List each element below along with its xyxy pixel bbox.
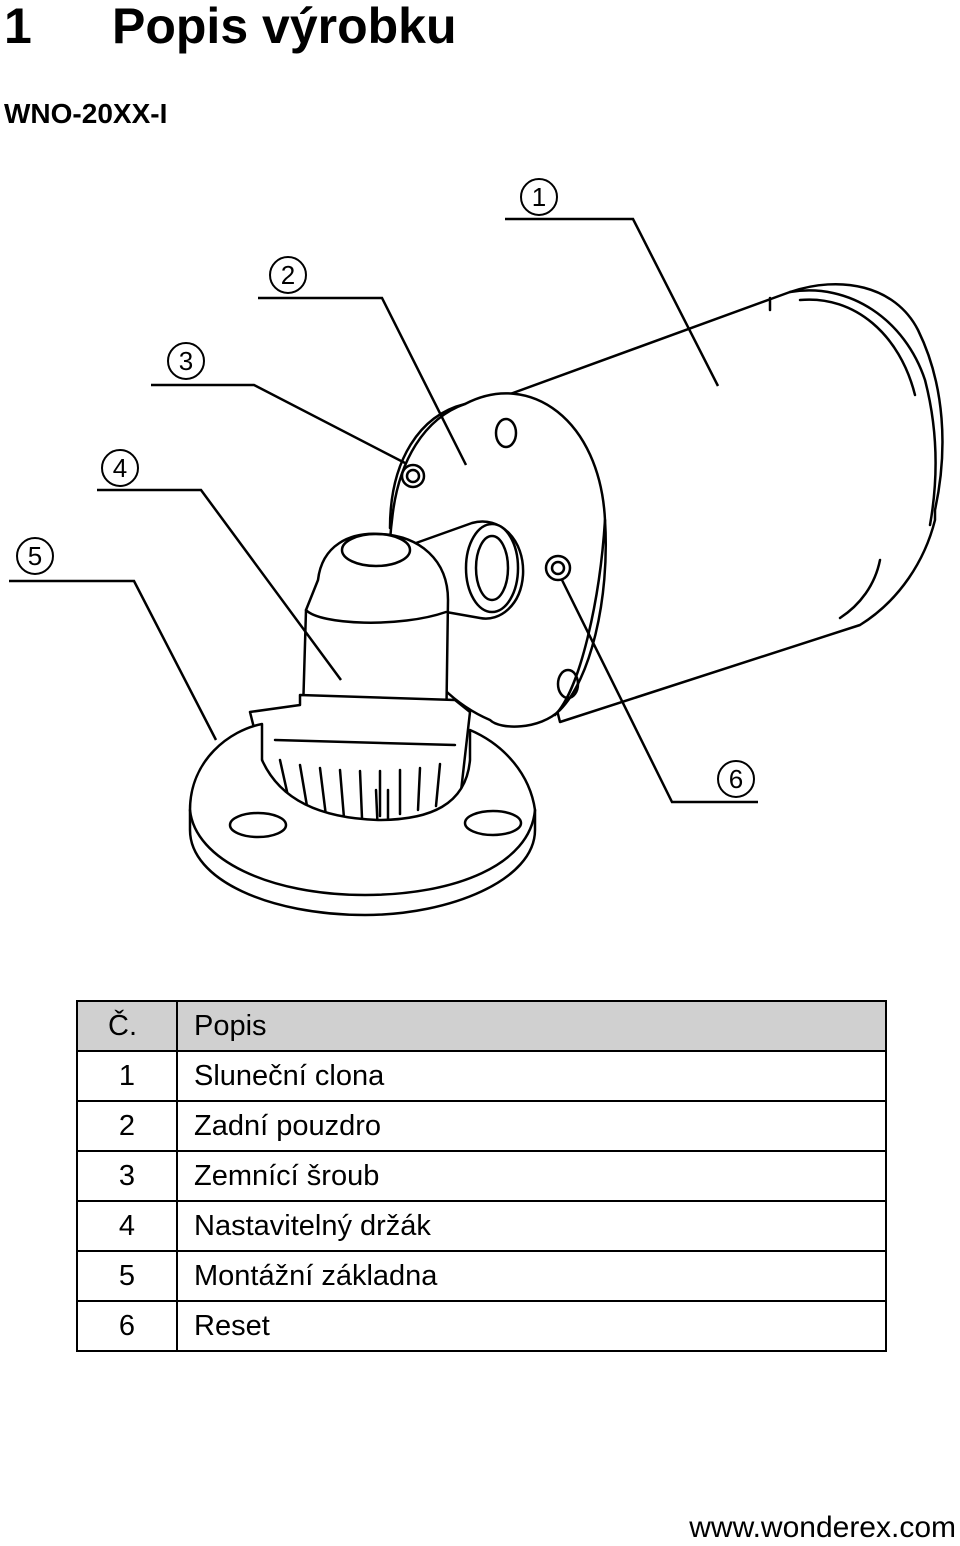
model-name: WNO-20XX-I <box>4 98 168 129</box>
table-row: 4 Nastavitelný držák <box>76 1200 887 1252</box>
grounding-screw-drawing <box>400 463 426 489</box>
callout-label-5: 5 <box>28 541 42 571</box>
row-description: Zemnící šroub <box>176 1150 887 1202</box>
parts-table: Č. Popis 1 Sluneční clona 2 Zadní pouzdr… <box>76 1000 887 1352</box>
callout-circle-3 <box>167 342 205 380</box>
callout-label-1: 1 <box>532 182 546 212</box>
row-number: 3 <box>76 1150 178 1202</box>
row-number: 1 <box>76 1050 178 1102</box>
section-number: 1 <box>4 0 32 54</box>
table-row: 1 Sluneční clona <box>76 1050 887 1102</box>
callout-circle-6 <box>717 760 755 798</box>
callout-label-6: 6 <box>729 764 743 794</box>
callout-circle-5 <box>16 537 54 575</box>
callout-label-2: 2 <box>281 260 295 290</box>
table-row: 3 Zemnící šroub <box>76 1150 887 1202</box>
row-description: Reset <box>176 1300 887 1352</box>
row-description: Nastavitelný držák <box>176 1200 887 1252</box>
callout-label-3: 3 <box>179 346 193 376</box>
section-title: Popis výrobku <box>112 0 457 54</box>
callout-circle-1 <box>520 178 558 216</box>
row-number: 5 <box>76 1250 178 1302</box>
row-number: 6 <box>76 1300 178 1352</box>
table-header-row: Č. Popis <box>76 1000 887 1052</box>
row-description: Sluneční clona <box>176 1050 887 1102</box>
reset-button-drawing <box>544 554 572 582</box>
table-row: 6 Reset <box>76 1300 887 1352</box>
camera-diagram: 1 2 3 4 5 6 <box>9 178 944 917</box>
footer-url: www.wonderex.com <box>689 1511 956 1544</box>
row-description: Montážní základna <box>176 1250 887 1302</box>
column-header-number: Č. <box>76 1000 178 1052</box>
callout-lines <box>9 217 758 804</box>
table-row: 5 Montážní základna <box>76 1250 887 1302</box>
callout-circle-2 <box>269 256 307 294</box>
row-description: Zadní pouzdro <box>176 1100 887 1152</box>
callout-label-4: 4 <box>113 453 127 483</box>
row-number: 4 <box>76 1200 178 1252</box>
column-header-description: Popis <box>176 1000 887 1052</box>
table-row: 2 Zadní pouzdro <box>76 1100 887 1152</box>
mounting-base-drawing <box>188 722 537 917</box>
page-title: 1 Popis výrobku <box>4 0 457 58</box>
callout-circle-4 <box>101 449 139 487</box>
row-number: 2 <box>76 1100 178 1152</box>
